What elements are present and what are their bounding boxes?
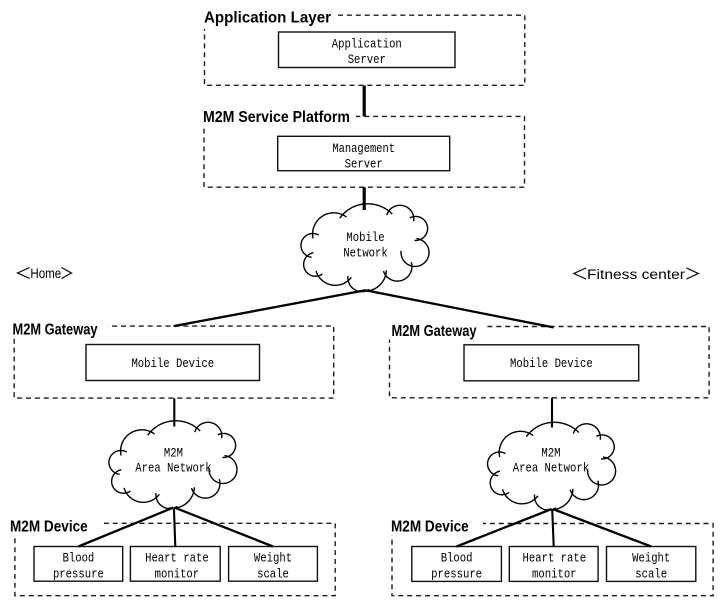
svg-text:scale: scale (257, 567, 289, 581)
svg-text:Heart rate: Heart rate (145, 552, 209, 566)
svg-text:Management: Management (332, 142, 395, 156)
svg-text:Heart rate: Heart rate (523, 552, 587, 566)
svg-text:pressure: pressure (431, 567, 482, 581)
svg-text:Server: Server (348, 53, 386, 67)
svg-text:monitor: monitor (532, 567, 577, 581)
svg-text:Application Layer: Application Layer (204, 9, 331, 26)
svg-text:M2M Service Platform: M2M Service Platform (203, 109, 350, 126)
svg-text:Weight: Weight (254, 552, 292, 566)
svg-text:Weight: Weight (632, 552, 670, 566)
svg-text:M2M Gateway: M2M Gateway (13, 322, 98, 339)
svg-text:Network: Network (343, 247, 388, 261)
svg-text:Mobile Device: Mobile Device (510, 357, 593, 371)
svg-text:Area Network: Area Network (135, 461, 211, 475)
svg-text:Blood: Blood (63, 552, 95, 566)
svg-text:Fitness center: Fitness center (587, 267, 686, 282)
svg-text:scale: scale (635, 567, 667, 581)
svg-text:M2M Device: M2M Device (391, 519, 469, 536)
svg-text:Home: Home (30, 266, 61, 281)
svg-text:Server: Server (345, 157, 383, 171)
svg-text:Area Network: Area Network (513, 461, 589, 475)
svg-text:Mobile Device: Mobile Device (131, 357, 214, 371)
svg-text:Mobile: Mobile (346, 231, 384, 245)
svg-text:Blood: Blood (441, 552, 473, 566)
svg-text:pressure: pressure (53, 567, 104, 581)
svg-text:M2M: M2M (164, 446, 183, 460)
svg-text:monitor: monitor (155, 567, 200, 581)
svg-text:M2M: M2M (541, 446, 560, 460)
svg-text:M2M Device: M2M Device (10, 519, 88, 536)
svg-text:Application: Application (332, 37, 402, 51)
svg-text:M2M Gateway: M2M Gateway (392, 323, 477, 340)
